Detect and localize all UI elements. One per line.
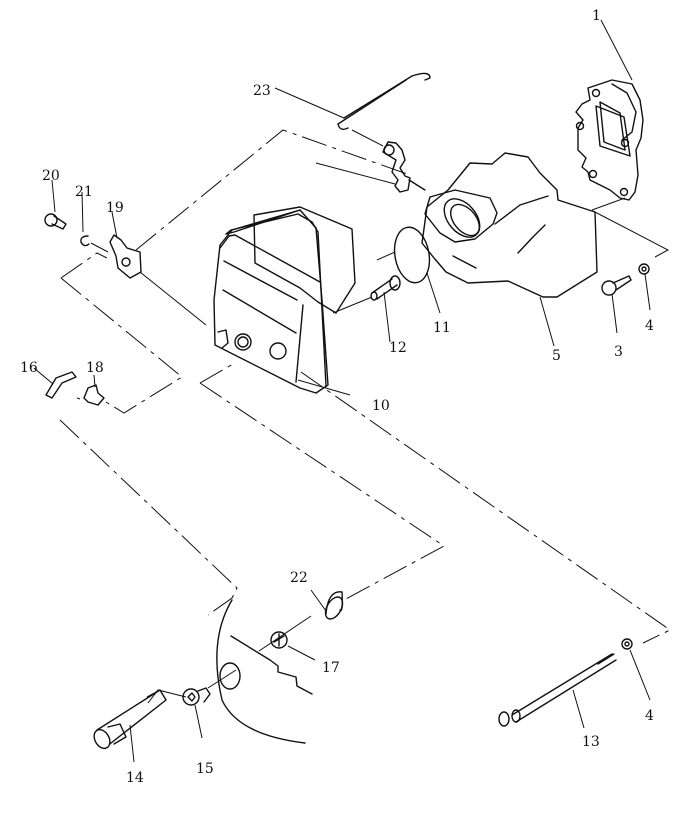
label-part-3: 3: [614, 344, 623, 360]
label-part-15: 15: [196, 761, 214, 777]
part-19-lever: [109, 234, 142, 279]
part-12-bolt: [370, 275, 401, 301]
part-5-muffler-body: [408, 152, 598, 298]
label-part-19: 19: [106, 200, 124, 216]
engine-cover-outline: [216, 599, 313, 744]
part-13-long-bolt: [498, 653, 617, 727]
label-part-21: 21: [75, 184, 93, 200]
part-4-washer-upper: [638, 263, 650, 275]
label-part-16: 16: [20, 360, 38, 376]
label-part-1: 1: [592, 8, 601, 24]
part-20-screw: [44, 213, 67, 230]
label-part-11: 11: [433, 320, 451, 336]
label-part-23: 23: [253, 83, 271, 99]
label-part-4-upper: 4: [645, 318, 654, 334]
part-21-clip: [80, 235, 90, 247]
part-22-cap: [324, 591, 344, 620]
part-14-handle: [93, 689, 167, 750]
label-part-22: 22: [290, 570, 308, 586]
label-part-13: 13: [582, 734, 600, 750]
part-17-grommet: [270, 631, 288, 649]
label-part-20: 20: [42, 168, 60, 184]
label-part-5: 5: [552, 348, 561, 364]
part-16-rod: [45, 371, 77, 399]
part-1-bracket: [575, 79, 644, 201]
part-11-gasket: [393, 226, 431, 284]
label-part-10: 10: [372, 398, 390, 414]
part-23-rod: [337, 72, 431, 193]
label-part-14: 14: [126, 770, 144, 786]
part-18-clip: [83, 384, 105, 406]
part-4-washer-lower: [621, 638, 633, 650]
label-part-18: 18: [86, 360, 104, 376]
part-3-bolt: [601, 275, 632, 296]
label-part-4-lower: 4: [645, 708, 654, 724]
part-15-bushing: [182, 687, 211, 706]
label-part-12: 12: [389, 340, 407, 356]
part-10-cover: [213, 206, 356, 394]
label-part-17: 17: [322, 660, 340, 676]
